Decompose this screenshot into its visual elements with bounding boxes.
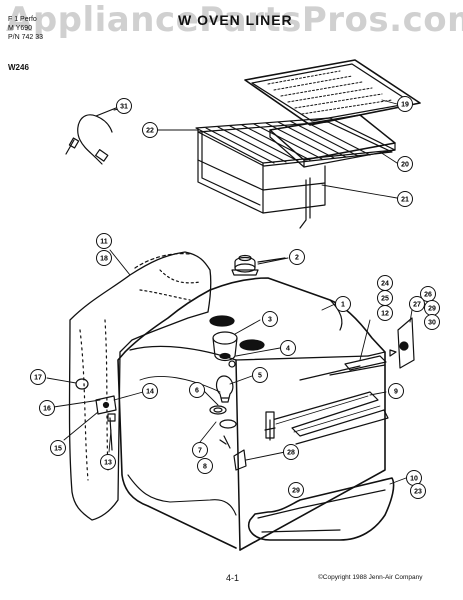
leader-lines xyxy=(46,99,413,485)
callout-19: 19 xyxy=(397,96,413,112)
page-number: 4-1 xyxy=(226,573,240,583)
callout-26: 26 xyxy=(420,286,436,302)
meat-probe xyxy=(65,107,117,165)
broiler-pan-insert xyxy=(244,59,421,126)
model-code: W246 xyxy=(8,63,29,72)
svg-text:26: 26 xyxy=(424,292,432,299)
callout-29-lower: 29 xyxy=(288,482,304,498)
svg-text:13: 13 xyxy=(104,460,112,467)
svg-text:3: 3 xyxy=(268,317,272,324)
callout-12: 12 xyxy=(377,305,393,321)
svg-text:25: 25 xyxy=(381,296,389,303)
oven-rack xyxy=(195,117,396,229)
svg-text:6: 6 xyxy=(195,388,199,395)
svg-text:2: 2 xyxy=(295,255,299,262)
svg-text:29: 29 xyxy=(292,488,300,495)
callout-22: 22 xyxy=(142,122,158,138)
callout-17: 17 xyxy=(30,369,46,385)
svg-text:28: 28 xyxy=(287,450,295,457)
svg-text:24: 24 xyxy=(381,281,389,288)
callout-14: 14 xyxy=(142,383,158,399)
callout-5: 5 xyxy=(252,367,268,383)
svg-text:12: 12 xyxy=(381,311,389,318)
svg-text:7: 7 xyxy=(198,448,202,455)
callout-9: 9 xyxy=(388,383,404,399)
callout-1: 1 xyxy=(335,296,351,312)
svg-text:30: 30 xyxy=(428,320,436,327)
callout-28: 28 xyxy=(283,444,299,460)
svg-text:15: 15 xyxy=(54,446,62,453)
gasket xyxy=(209,405,227,415)
svg-text:5: 5 xyxy=(258,373,262,380)
callout-11: 11 xyxy=(96,233,112,249)
svg-text:14: 14 xyxy=(146,389,154,396)
info-line-1: F 1 Perfo xyxy=(8,16,37,23)
callout-7: 7 xyxy=(192,442,208,458)
svg-text:10: 10 xyxy=(410,476,418,483)
svg-text:31: 31 xyxy=(120,104,128,111)
callout-27: 27 xyxy=(409,296,425,312)
svg-text:17: 17 xyxy=(34,375,42,382)
svg-text:11: 11 xyxy=(100,239,108,246)
svg-text:16: 16 xyxy=(43,406,51,413)
callout-6: 6 xyxy=(189,382,205,398)
light-bulb xyxy=(215,375,234,403)
inner-rack-guides xyxy=(264,355,387,441)
callout-25: 25 xyxy=(377,290,393,306)
callout-15: 15 xyxy=(50,440,66,456)
retainer-clip xyxy=(219,419,237,449)
svg-text:1: 1 xyxy=(341,302,345,309)
callout-4: 4 xyxy=(280,340,296,356)
svg-text:23: 23 xyxy=(414,489,422,496)
terminal-block xyxy=(75,378,117,451)
callout-2: 2 xyxy=(289,249,305,265)
callout-18: 18 xyxy=(96,250,112,266)
broil-element xyxy=(248,477,395,541)
watermark: AppliancePartsPros.com xyxy=(6,0,463,40)
svg-text:9: 9 xyxy=(394,389,398,396)
light-socket-assembly xyxy=(212,331,238,368)
info-line-3: P/N 742 33 xyxy=(8,34,44,41)
svg-text:19: 19 xyxy=(401,102,409,109)
callout-3: 3 xyxy=(262,311,278,327)
info-line-2: M Y690 xyxy=(8,25,32,32)
callout-23: 23 xyxy=(410,483,426,499)
svg-text:18: 18 xyxy=(100,256,108,263)
callout-29: 29 xyxy=(424,300,440,316)
svg-text:21: 21 xyxy=(401,197,409,204)
copyright-notice: ©Copyright 1988 Jenn-Air Company xyxy=(318,574,423,581)
rack-support-clip xyxy=(233,449,247,471)
diagram-title: W OVEN LINER xyxy=(178,12,293,28)
callout-21: 21 xyxy=(397,191,413,207)
callout-31: 31 xyxy=(116,98,132,114)
thermostat-bulb-cap xyxy=(231,254,286,276)
insulation-blanket xyxy=(68,251,212,521)
svg-text:22: 22 xyxy=(146,128,154,135)
callout-24: 24 xyxy=(377,275,393,291)
svg-text:27: 27 xyxy=(413,302,421,309)
svg-text:20: 20 xyxy=(401,162,409,169)
hinge-bracket xyxy=(389,317,415,369)
callout-20: 20 xyxy=(397,156,413,172)
svg-text:8: 8 xyxy=(203,464,207,471)
callout-13: 13 xyxy=(100,454,116,470)
callout-8: 8 xyxy=(197,458,213,474)
svg-text:29: 29 xyxy=(428,306,436,313)
svg-text:4: 4 xyxy=(286,346,290,353)
callout-16: 16 xyxy=(39,400,55,416)
callout-30: 30 xyxy=(424,314,440,330)
